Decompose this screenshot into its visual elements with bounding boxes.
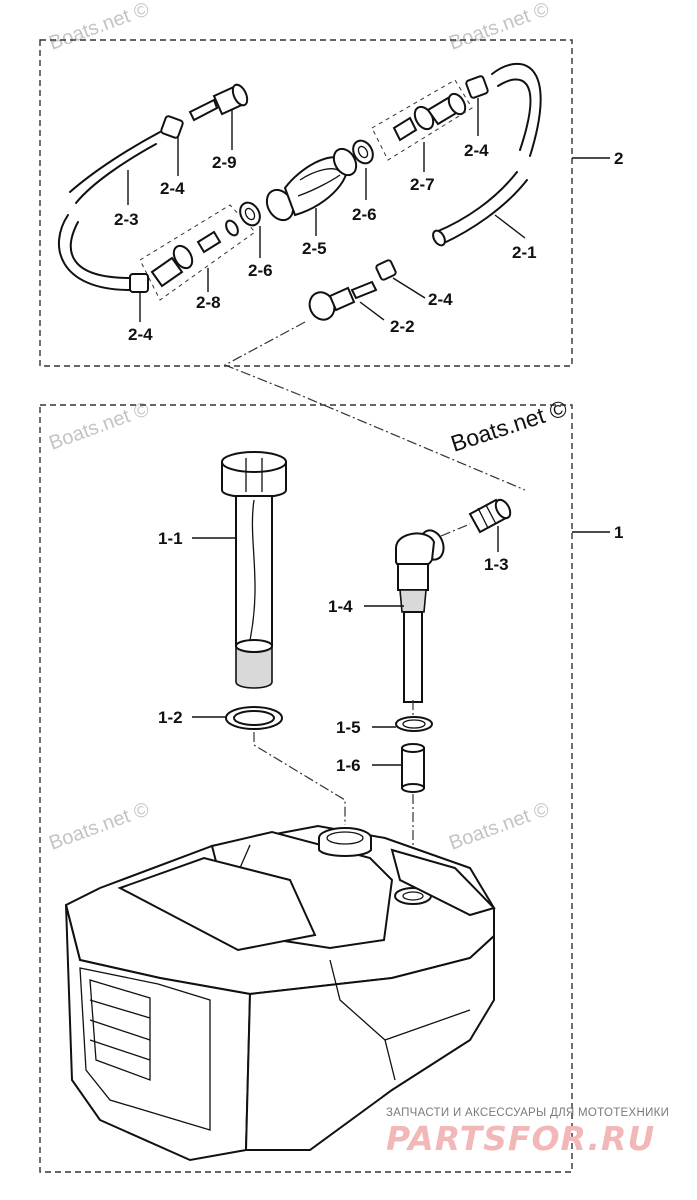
callout-2-2: 2-2	[390, 317, 415, 336]
hose-clip-2-4	[465, 75, 489, 99]
hose-clip-2-4	[375, 259, 397, 281]
hose-2-1-loop	[491, 62, 542, 157]
group-label-2: 2	[614, 149, 623, 168]
hose-2-3-upper	[69, 131, 161, 193]
brand-logo: PARTSFOR.RU	[386, 1119, 655, 1158]
connector-2-8	[150, 219, 239, 288]
callout-2-5: 2-5	[302, 239, 327, 258]
callout-2-4: 2-4	[464, 141, 489, 160]
watermark: Boats.net ©	[46, 398, 152, 455]
callout-2-7: 2-7	[410, 175, 435, 194]
group-1-callouts: 1-1 1-2 1-3 1-4 1-5 1-6 1	[158, 523, 623, 775]
callout-2-9: 2-9	[212, 153, 237, 172]
watermark: Boats.net ©	[46, 798, 152, 855]
fuel-tank-assembly	[64, 451, 512, 1162]
brand-footer: ЗАПЧАСТИ И АКСЕССУАРЫ ДЛЯ МОТОТЕХНИКИ PA…	[386, 1107, 669, 1158]
washer-2-6	[352, 139, 374, 165]
callout-1-2: 1-2	[158, 708, 183, 727]
callout-2-3: 2-3	[114, 210, 139, 229]
hose-2-3-lower	[57, 214, 131, 291]
callout-2-1: 2-1	[512, 243, 537, 262]
watermark: Boats.net ©	[446, 0, 552, 55]
hose-2-1	[435, 171, 518, 233]
filter-1-6	[401, 743, 425, 793]
group-label-1: 1	[614, 523, 623, 542]
pickup-tube-1-4	[395, 529, 445, 703]
callout-2-4: 2-4	[428, 290, 453, 309]
hose-clip-2-4	[160, 115, 184, 139]
callout-1-3: 1-3	[484, 555, 509, 574]
group-box-1	[39, 404, 573, 1173]
callout-2-4: 2-4	[160, 179, 185, 198]
callout-1-1: 1-1	[158, 529, 183, 548]
alignment-line	[440, 523, 471, 537]
brand-tagline: ЗАПЧАСТИ И АКСЕССУАРЫ ДЛЯ МОТОТЕХНИКИ	[386, 1107, 669, 1119]
o-ring-1-5	[395, 716, 433, 732]
watermark: Boats.net ©	[46, 0, 152, 55]
fitting-1-3	[468, 498, 512, 534]
washer-2-6	[239, 201, 261, 227]
group-box-2	[39, 39, 573, 367]
hose-2-1-edge	[441, 179, 528, 245]
group-2-callouts: 2-9 2-4 2-3 2-4 2-8 2-6 2-5 2-6 2-7 2-4 …	[114, 98, 623, 344]
alignment-line	[253, 732, 346, 825]
dashed-outline-2-8	[139, 204, 256, 301]
callout-1-6: 1-6	[336, 756, 361, 775]
watermark-main: Boats.net ©	[448, 395, 571, 457]
connector-2-7	[392, 92, 467, 142]
callout-2-8: 2-8	[196, 293, 221, 312]
fuel-tank	[64, 824, 496, 1162]
watermark: Boats.net ©	[446, 798, 552, 855]
hose-2-1-loop-edge	[497, 78, 532, 151]
dashed-outline-2-7	[371, 79, 473, 161]
fuel-line-assembly	[57, 62, 542, 321]
callout-1-4: 1-4	[328, 597, 353, 616]
primer-bulb-2-5	[265, 147, 358, 222]
callout-1-5: 1-5	[336, 718, 361, 737]
hose-2-3-upper-edge	[75, 143, 157, 204]
hose-clip-2-4	[129, 273, 149, 293]
callout-2-6: 2-6	[248, 261, 273, 280]
fuel-gauge-1-1	[221, 451, 287, 689]
callout-2-6: 2-6	[352, 205, 377, 224]
callout-2-4: 2-4	[128, 325, 153, 344]
connector-line	[223, 321, 526, 491]
fitting-2-2	[308, 280, 378, 321]
fitting-2-9	[188, 83, 249, 122]
hose-2-3-lower-edge	[69, 221, 131, 279]
